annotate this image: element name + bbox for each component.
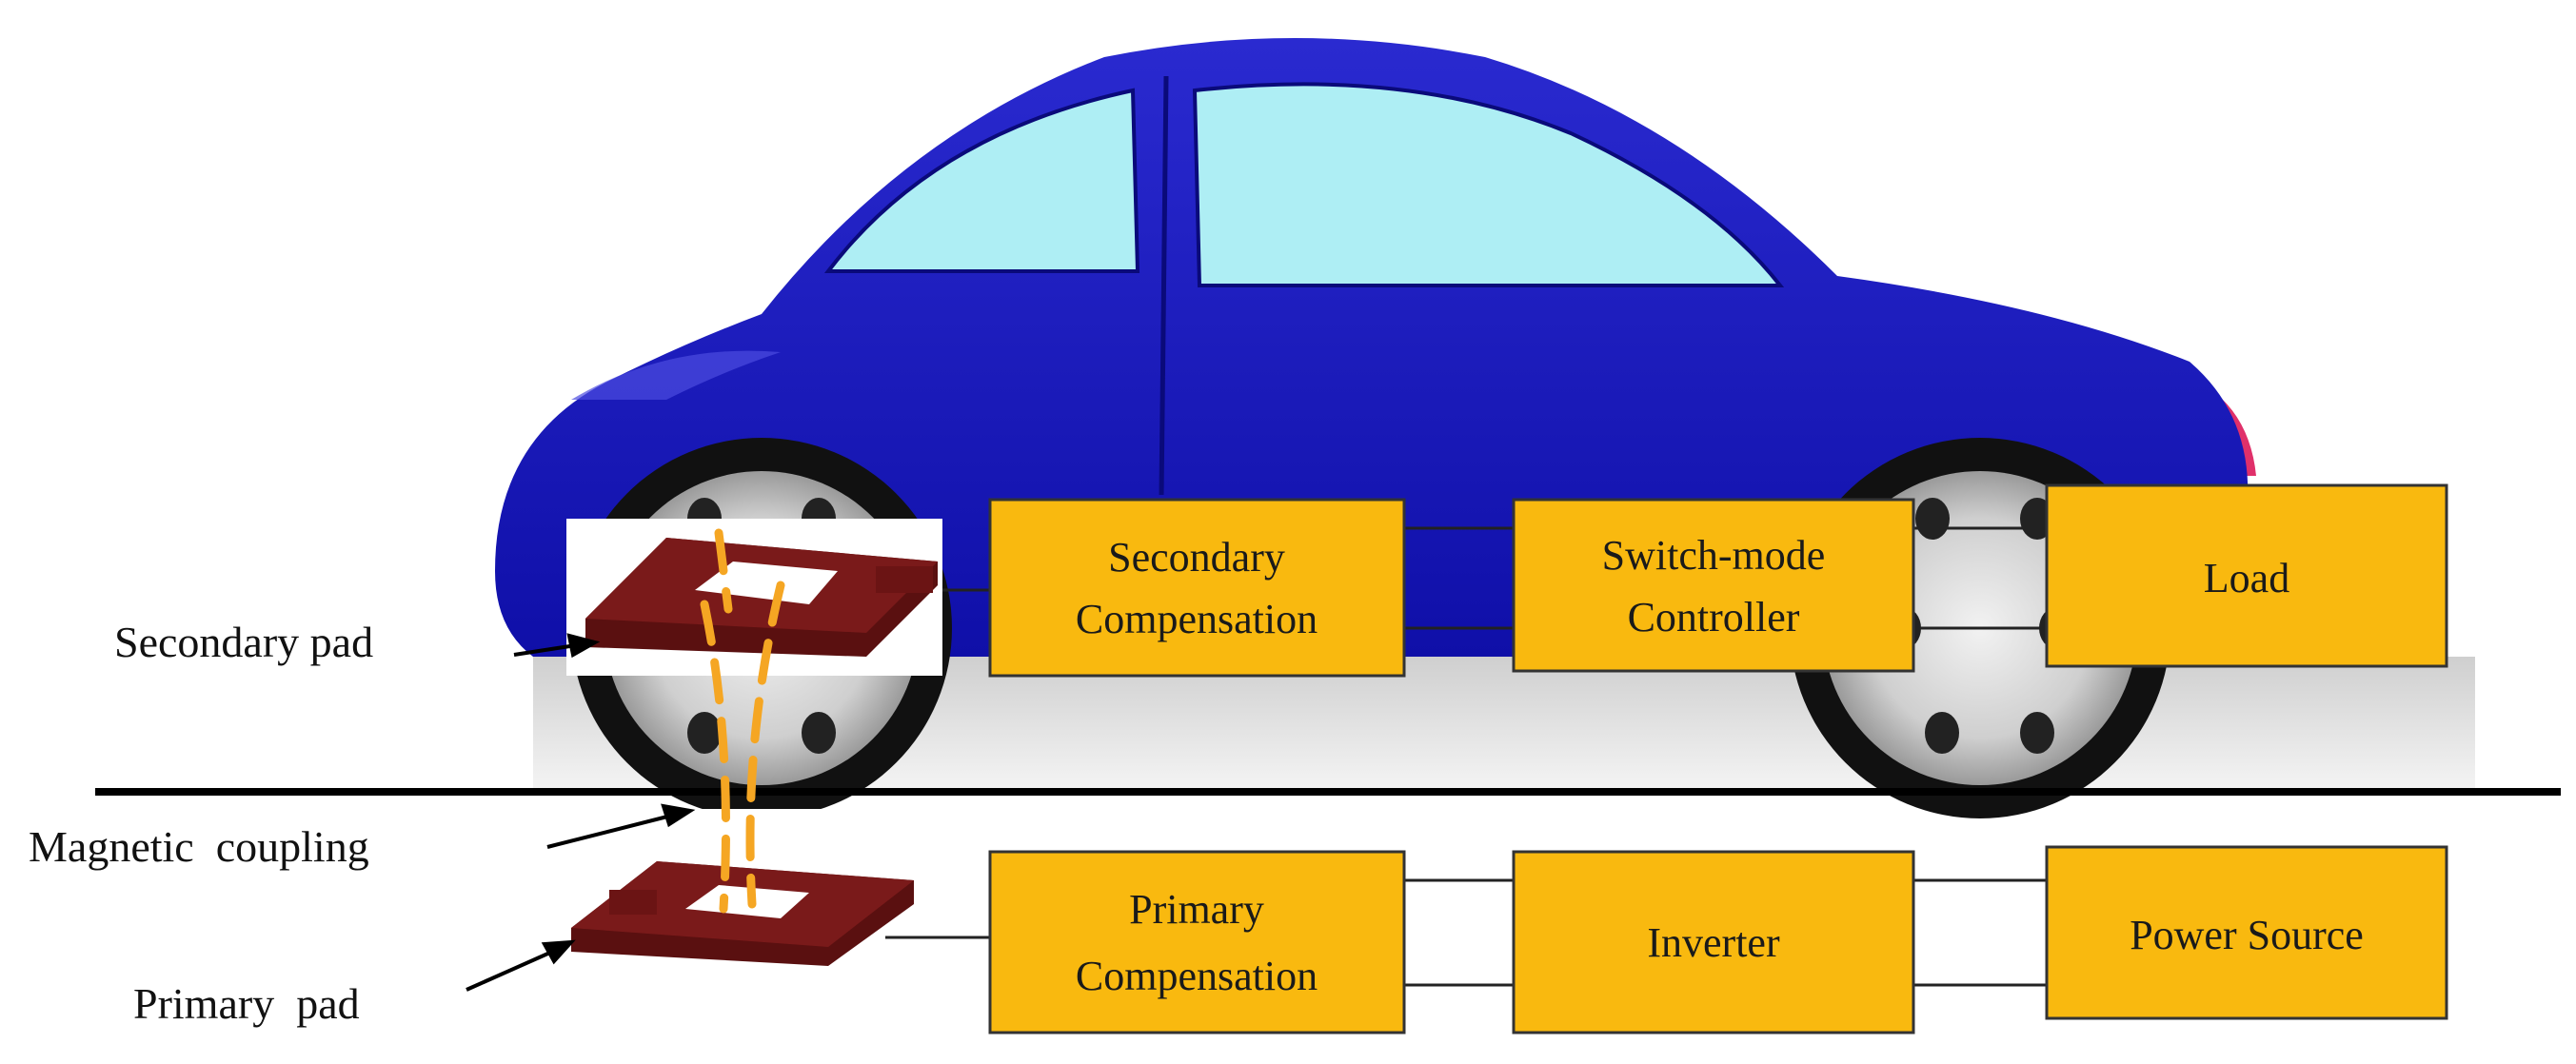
arrow-head-primary bbox=[541, 939, 576, 965]
front-window bbox=[1192, 82, 1785, 287]
magnetic-coupling-label: Magnetic coupling bbox=[29, 822, 369, 871]
secondary-pad-label: Secondary pad bbox=[114, 618, 373, 666]
primary-pad-label: Primary pad bbox=[133, 979, 360, 1028]
primary-pad bbox=[571, 861, 914, 966]
connector-lines bbox=[885, 526, 2047, 987]
box-secondary-compensation: Secondary Compensation bbox=[988, 498, 1406, 678]
box-inverter-label: Inverter bbox=[1647, 919, 1780, 966]
box-primary-compensation-line2: Compensation bbox=[1076, 953, 1318, 999]
box-load: Load bbox=[2045, 483, 2448, 668]
door-line bbox=[1159, 75, 1169, 496]
secondary-pad bbox=[585, 538, 938, 657]
box-switch-mode-controller-line2: Controller bbox=[1628, 594, 1800, 640]
arrow-head-secondary bbox=[566, 633, 601, 659]
box-power-source: Power Source bbox=[2045, 845, 2448, 1020]
magnetic-coupling-field bbox=[700, 528, 785, 914]
label-arrows bbox=[466, 633, 696, 992]
box-load-label: Load bbox=[2204, 555, 2289, 601]
box-inverter: Inverter bbox=[1512, 850, 1915, 1034]
box-secondary-compensation-line1: Secondary bbox=[1108, 534, 1285, 581]
rear-window bbox=[823, 88, 1140, 273]
box-power-source-label: Power Source bbox=[2130, 912, 2364, 958]
box-primary-compensation-line1: Primary bbox=[1129, 886, 1264, 933]
box-primary-compensation: Primary Compensation bbox=[988, 850, 1406, 1034]
box-secondary-compensation-line2: Compensation bbox=[1076, 596, 1318, 642]
arrow-head-coupling bbox=[661, 803, 696, 828]
hood-highlight bbox=[571, 350, 781, 400]
box-switch-mode-controller: Switch-mode Controller bbox=[1512, 498, 1915, 673]
box-switch-mode-controller-line1: Switch-mode bbox=[1602, 532, 1826, 579]
